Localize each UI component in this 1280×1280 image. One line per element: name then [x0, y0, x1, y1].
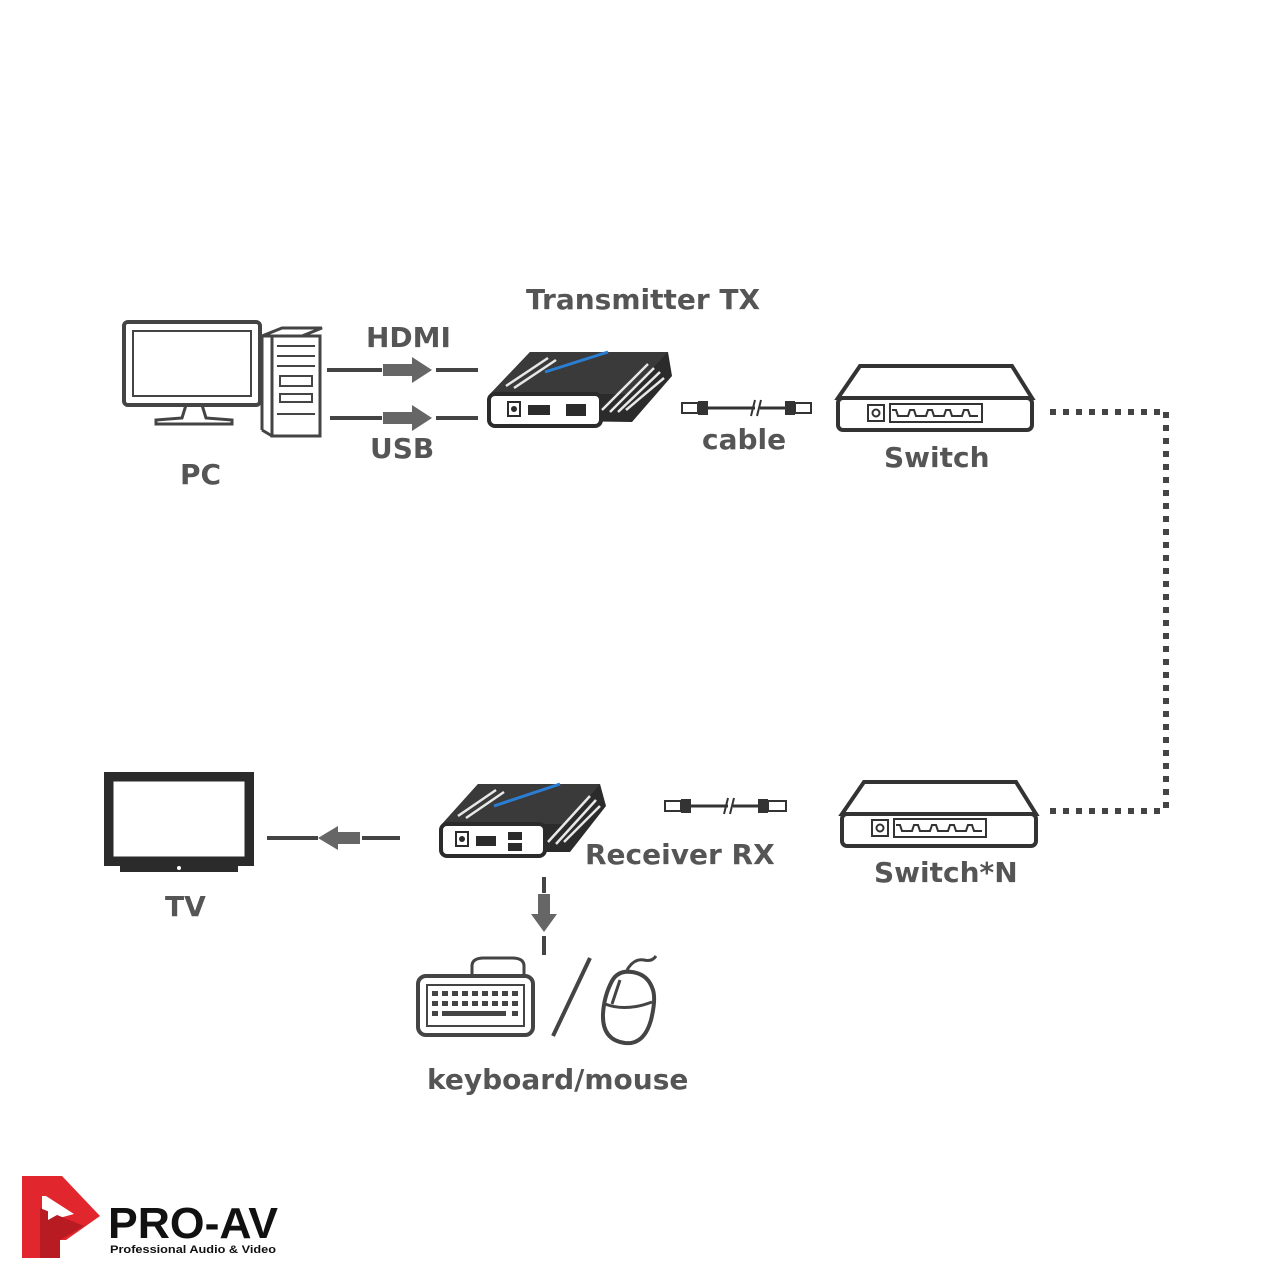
usb-label: USB	[370, 432, 434, 465]
network-cable-rx	[664, 797, 787, 815]
mouse-icon	[600, 955, 658, 1046]
logo-name: PRO-AV	[108, 1199, 279, 1248]
brand-logo: PRO-AV Professional Audio & Video	[22, 1176, 279, 1258]
switch-n-label: Switch*N	[874, 856, 1018, 889]
tv-icon	[104, 772, 254, 872]
network-cable-tx	[681, 399, 812, 417]
switch-n-icon	[838, 780, 1040, 848]
keyboard-icon	[416, 956, 535, 1037]
cable-label: cable	[702, 423, 786, 456]
switch-icon	[834, 364, 1036, 432]
receiver-label: Receiver RX	[585, 838, 775, 871]
tv-label: TV	[165, 890, 206, 923]
peripherals-label: keyboard/mouse	[427, 1063, 688, 1096]
receiver-device	[439, 782, 606, 858]
separator-slash	[551, 957, 592, 1037]
network-link-dotted	[1050, 409, 1169, 814]
transmitter-label: Transmitter TX	[526, 283, 761, 316]
hdmi-output-connection	[267, 826, 400, 850]
pc-icon	[122, 320, 323, 438]
pc-label: PC	[180, 458, 221, 491]
switch-label: Switch	[884, 441, 990, 474]
hdmi-label: HDMI	[366, 321, 451, 354]
logo-mark	[22, 1176, 100, 1258]
usb-output-connection	[531, 877, 557, 955]
usb-connection	[330, 405, 478, 431]
hdmi-connection	[327, 357, 478, 383]
logo-tagline: Professional Audio & Video	[110, 1244, 276, 1256]
transmitter-device	[487, 350, 672, 428]
